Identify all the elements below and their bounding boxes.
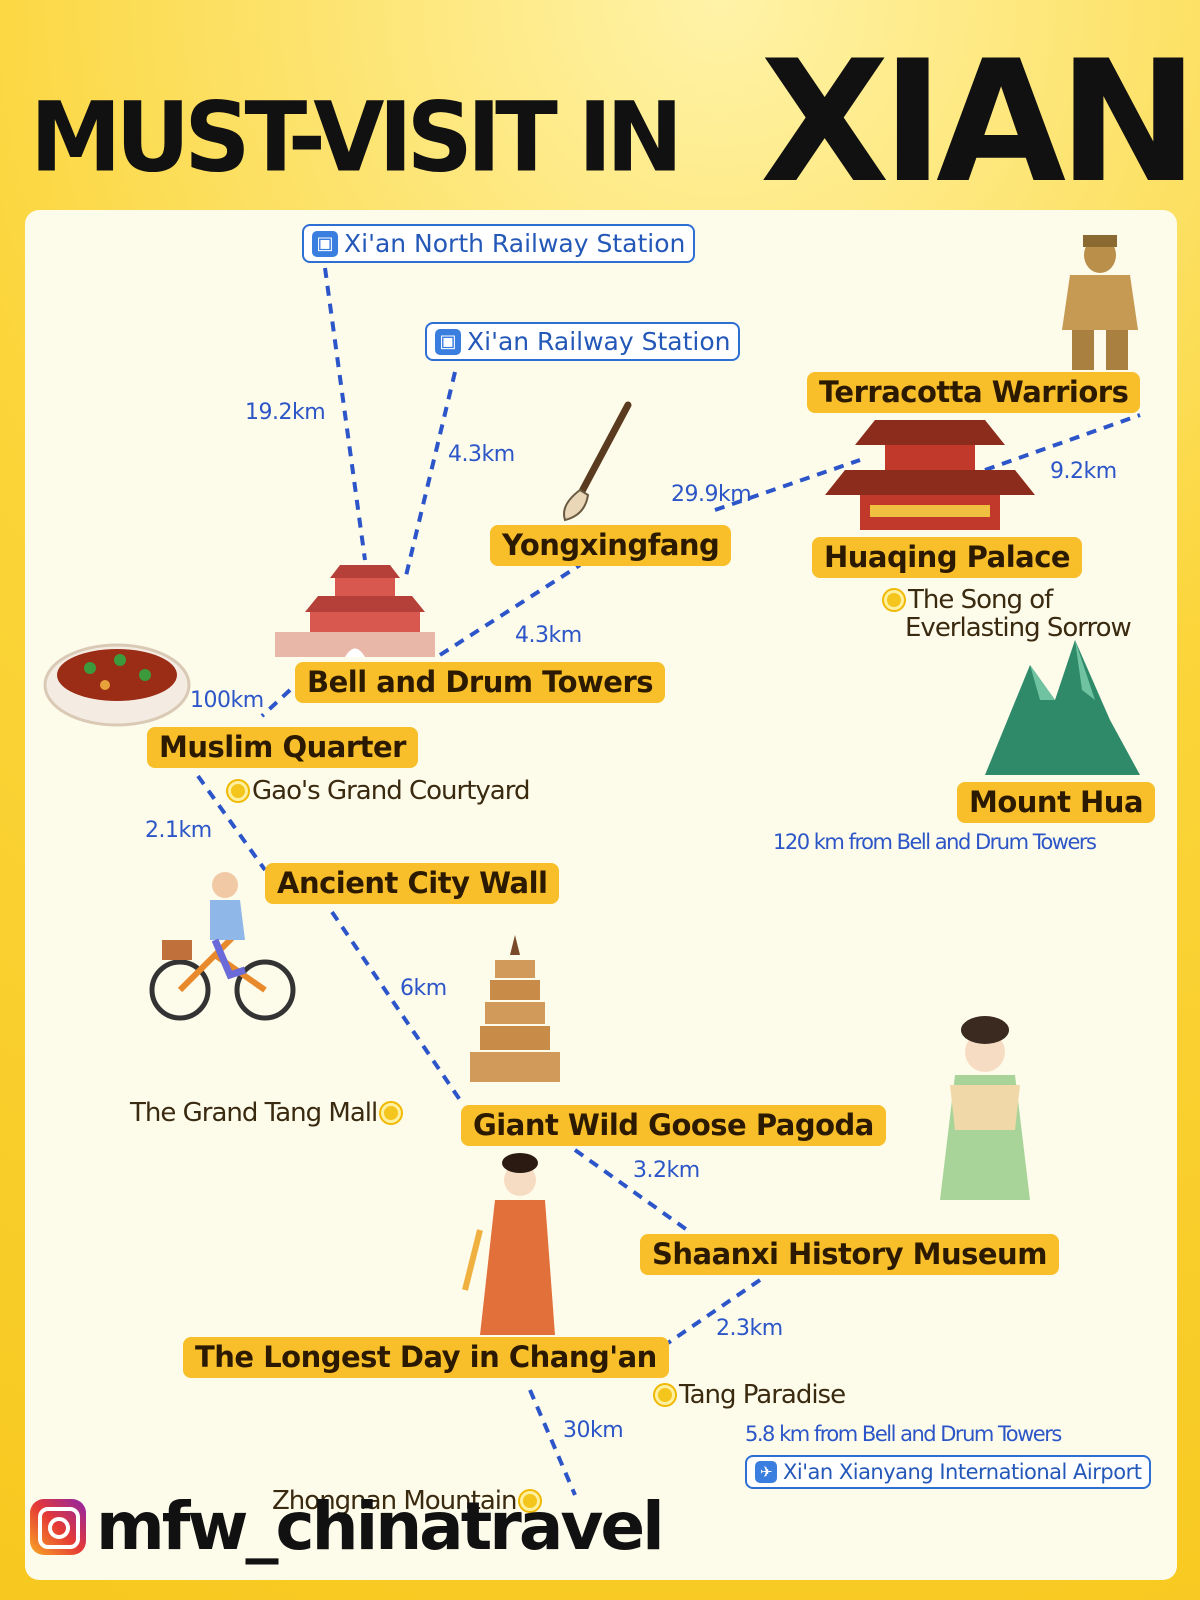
noodle-bowl-illustration [43,643,191,727]
distance-bell-to-yongxingfang: 4.3km [515,623,582,648]
brand-handle[interactable]: mfw_chinatravel [30,1488,665,1565]
page-title-prefix: MUST-VISIT IN [30,81,683,194]
instagram-icon [30,1498,86,1555]
note-airport-distance: 5.8 km from Bell and Drum Towers [745,1422,1062,1446]
route-bell-to-yongxingfang [438,563,582,657]
plane-icon: ✈ [755,1461,777,1483]
route-yongxingfang-to-huaqing [714,458,861,512]
sub-spot-zhongnan-mountain[interactable]: Zhongnan Mountain [272,1486,541,1516]
train-icon: ▣ [312,230,338,257]
station-xianyang-airport[interactable]: ✈ Xi'an Xianyang International Airport [745,1455,1152,1489]
place-yongxingfang[interactable]: Yongxingfang [490,525,732,567]
station-airport-label: Xi'an Xianyang International Airport [783,1460,1142,1484]
sub-spot-song-line2: Everlasting Sorrow [905,613,1132,643]
sub-spot-zhongnan-label: Zhongnan Mountain [272,1486,517,1516]
pagoda-illustration [470,935,560,1082]
sub-spot-tang-paradise[interactable]: Tang Paradise [655,1380,846,1410]
distance-muslim-to-wall: 2.1km [145,818,212,843]
place-shaanxi-history-museum[interactable]: Shaanxi History Museum [640,1234,1059,1276]
station-xian-north[interactable]: ▣ Xi'an North Railway Station [302,224,696,263]
sub-spot-song-everlasting-sorrow[interactable]: The Song of [884,585,1053,615]
cyclist-illustration [149,872,296,1021]
distance-huaqing-to-terracotta: 9.2km [1050,459,1117,484]
location-dot-icon [520,1491,541,1511]
station-xian-railway[interactable]: ▣ Xi'an Railway Station [425,322,741,361]
location-dot-icon [381,1103,402,1123]
brush-illustration [563,401,632,522]
route-huaqing-to-terracotta [984,413,1141,472]
place-ancient-city-wall[interactable]: Ancient City Wall [265,863,560,905]
station-xian-north-label: Xi'an North Railway Station [344,229,686,258]
route-bell-to-muslim [260,688,292,718]
distance-bell-to-muslim: 100km [190,688,264,713]
distance-north-to-bell: 19.2km [245,400,326,425]
place-huaqing-palace[interactable]: Huaqing Palace [812,537,1083,579]
page-title-city: XIAN [760,24,1199,220]
route-railway-to-bell [403,371,457,581]
route-wall-to-pagoda [330,910,462,1102]
place-giant-wild-goose-pagoda[interactable]: Giant Wild Goose Pagoda [461,1105,886,1147]
distance-museum-to-longest: 2.3km [716,1316,783,1341]
sub-spot-song-label: The Song of [908,585,1053,615]
place-bell-drum-towers[interactable]: Bell and Drum Towers [295,662,666,704]
sub-spot-grand-tang-mall[interactable]: The Grand Tang Mall [130,1098,402,1128]
place-longest-day-changan[interactable]: The Longest Day in Chang'an [183,1337,669,1379]
note-mount-hua-distance: 120 km from Bell and Drum Towers [773,830,1097,854]
route-longest-to-zhongnan [528,1389,577,1496]
location-dot-icon [884,590,904,610]
tang-dancer-illustration [462,1153,555,1335]
location-dot-icon [228,781,248,801]
distance-yongxingfang-to-huaqing: 29.9km [671,482,752,507]
brand-handle-text: mfw_chinatravel [96,1488,665,1565]
route-pagoda-to-museum [573,1148,692,1234]
route-muslim-to-wall [196,774,267,872]
train-icon: ▣ [435,328,461,355]
bell-tower-illustration [275,565,435,657]
distance-railway-to-bell: 4.3km [448,442,515,467]
terracotta-soldier-illustration [1062,235,1138,370]
station-xian-railway-label: Xi'an Railway Station [467,327,731,356]
sub-spot-tang-mall-label: The Grand Tang Mall [130,1098,378,1128]
sub-spot-tang-paradise-label: Tang Paradise [679,1380,846,1410]
place-terracotta-warriors[interactable]: Terracotta Warriors [807,372,1141,414]
distance-wall-to-pagoda: 6km [400,976,447,1001]
distance-pagoda-to-museum: 3.2km [633,1158,700,1183]
location-dot-icon [655,1385,675,1405]
distance-longest-to-zhongnan: 30km [563,1418,624,1443]
place-muslim-quarter[interactable]: Muslim Quarter [147,727,418,769]
route-museum-to-longest [663,1278,762,1347]
palace-illustration [825,420,1035,530]
sub-spot-gao-label: Gao's Grand Courtyard [252,776,530,806]
tang-lady-illustration [940,1016,1030,1200]
route-north-to-bell [323,267,367,561]
sub-spot-gao-courtyard[interactable]: Gao's Grand Courtyard [228,776,530,806]
place-mount-hua[interactable]: Mount Hua [957,782,1156,824]
mountain-illustration [985,640,1140,775]
